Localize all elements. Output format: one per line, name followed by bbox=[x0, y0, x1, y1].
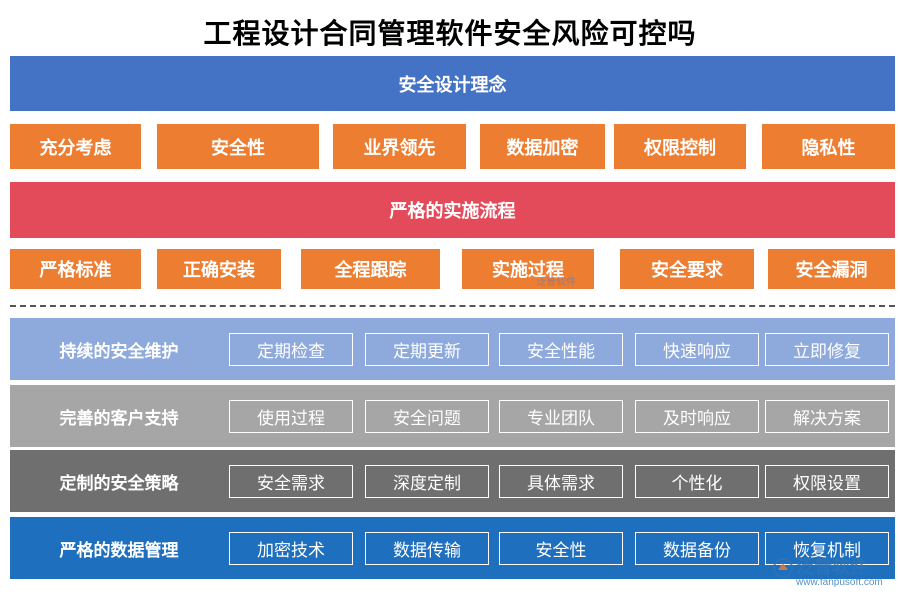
band-label: 持续的安全维护 bbox=[59, 341, 179, 362]
band-item: 安全性能 bbox=[499, 333, 623, 366]
band-strategy: 定制的安全策略 安全需求 深度定制 具体需求 个性化 权限设置 bbox=[10, 450, 895, 512]
design-item: 安全性 bbox=[157, 124, 319, 169]
band-label: 完善的客户支持 bbox=[59, 408, 179, 429]
band-item: 数据传输 bbox=[365, 532, 489, 565]
band-item: 数据备份 bbox=[635, 532, 759, 565]
band-label: 严格的数据管理 bbox=[59, 540, 179, 561]
band-item: 深度定制 bbox=[365, 465, 489, 498]
watermark-url: www.fanpusoft.com bbox=[796, 577, 883, 588]
process-item: 实施过程 bbox=[462, 249, 594, 289]
band-item: 及时响应 bbox=[635, 400, 759, 433]
band-item: 使用过程 bbox=[229, 400, 353, 433]
band-support: 完善的客户支持 使用过程 安全问题 专业团队 及时响应 解决方案 bbox=[10, 385, 895, 447]
watermark-mid: 泛普软件 bbox=[536, 277, 576, 288]
band-item: 安全需求 bbox=[229, 465, 353, 498]
band-item: 加密技术 bbox=[229, 532, 353, 565]
design-item: 充分考虑 bbox=[10, 124, 141, 169]
band-item: 专业团队 bbox=[499, 400, 623, 433]
process-item: 安全要求 bbox=[620, 249, 754, 289]
band-item: 权限设置 bbox=[765, 465, 889, 498]
band-item: 解决方案 bbox=[765, 400, 889, 433]
band-data-management: 严格的数据管理 加密技术 数据传输 安全性 数据备份 恢复机制 bbox=[10, 517, 895, 579]
logo-icon bbox=[773, 558, 793, 578]
process-header: 严格的实施流程 bbox=[10, 182, 895, 238]
band-item: 具体需求 bbox=[499, 465, 623, 498]
band-label: 定制的安全策略 bbox=[59, 473, 179, 494]
band-item: 定期更新 bbox=[365, 333, 489, 366]
design-item: 隐私性 bbox=[762, 124, 895, 169]
band-item: 立即修复 bbox=[765, 333, 889, 366]
band-item: 安全问题 bbox=[365, 400, 489, 433]
band-item: 快速响应 bbox=[635, 333, 759, 366]
watermark-name: 泛普软件 bbox=[796, 557, 868, 577]
band-item: 定期检查 bbox=[229, 333, 353, 366]
dashed-divider bbox=[10, 305, 895, 307]
band-item: 恢复机制 bbox=[765, 532, 889, 565]
design-item: 业界领先 bbox=[333, 124, 466, 169]
process-item: 安全漏洞 bbox=[768, 249, 895, 289]
band-item: 安全性 bbox=[499, 532, 623, 565]
band-item: 个性化 bbox=[635, 465, 759, 498]
band-maintenance: 持续的安全维护 定期检查 定期更新 安全性能 快速响应 立即修复 bbox=[10, 318, 895, 380]
process-item: 全程跟踪 bbox=[301, 249, 440, 289]
process-item: 严格标准 bbox=[10, 249, 141, 289]
design-header: 安全设计理念 bbox=[10, 56, 895, 111]
process-item: 正确安装 bbox=[157, 249, 281, 289]
page-title: 工程设计合同管理软件安全风险可控吗 bbox=[203, 17, 697, 50]
watermark-logo: 泛普软件 www.fanpusoft.com bbox=[770, 553, 895, 593]
design-item: 权限控制 bbox=[614, 124, 746, 169]
design-item: 数据加密 bbox=[480, 124, 605, 169]
